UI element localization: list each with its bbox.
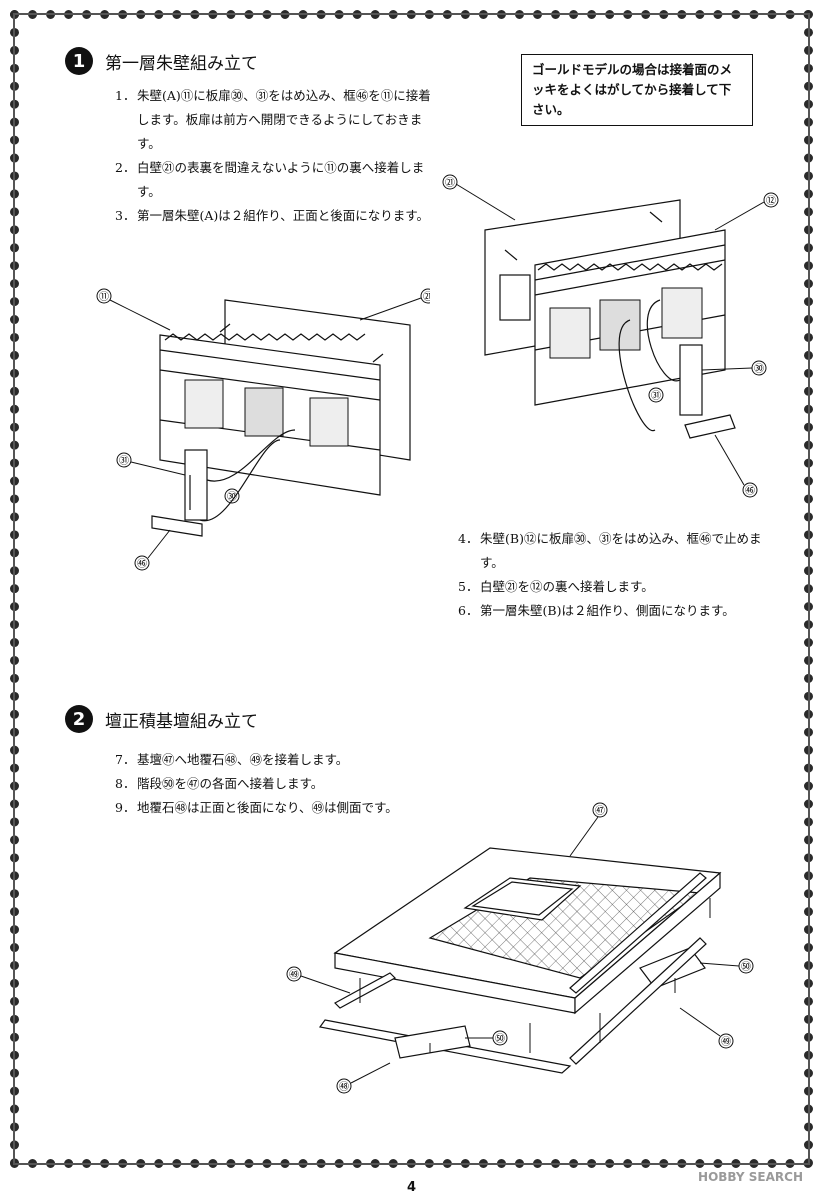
- step-1-number-badge: 1: [65, 47, 93, 75]
- instruction-item: 4．朱壁(B)⑫に板扉㉚、㉛をはめ込み、框㊻で止めます。: [458, 527, 783, 575]
- callout-11: ⑪: [99, 291, 109, 303]
- step-1-instructions: 1．朱壁(A)⑪に板扉㉚、㉛をはめ込み、框㊻を⑪に接着します。板扉は前方へ開閉で…: [115, 84, 433, 228]
- step-1-heading: 1 第一層朱壁組み立て: [65, 47, 258, 75]
- instruction-text: 白壁㉑の表裏を間違えないように⑪の裏へ接着します。: [137, 160, 425, 199]
- instruction-text: 地覆石㊽は正面と後面になり、㊾は側面です。: [137, 800, 398, 815]
- step-2-heading: 2 壇正積基壇組み立て: [65, 705, 258, 733]
- callout-21: ㉑: [445, 177, 455, 189]
- callout-31: ㉛: [651, 390, 661, 402]
- callout-50: ㊿: [495, 1033, 505, 1045]
- callout-49: ㊾: [289, 969, 299, 981]
- callout-47: ㊼: [595, 805, 605, 817]
- callout-30: ㉚: [754, 363, 764, 375]
- instruction-text: 朱壁(B)⑫に板扉㉚、㉛をはめ込み、框㊻で止めます。: [480, 531, 762, 570]
- instruction-text: 朱壁(A)⑪に板扉㉚、㉛をはめ込み、框㊻を⑪に接着します。板扉は前方へ開閉できる…: [137, 88, 431, 151]
- instruction-item: 8．階段㊿を㊼の各面へ接着します。: [115, 772, 445, 796]
- callout-46: ㊻: [745, 485, 755, 497]
- instruction-text: 第一層朱壁(A)は２組作り、正面と後面になります。: [137, 208, 430, 223]
- instruction-text: 白壁㉑を⑫の裏へ接着します。: [480, 579, 654, 594]
- callout-21: ㉑: [423, 291, 430, 303]
- gold-model-notice: ゴールドモデルの場合は接着面のメッキをよくはがしてから接着して下さい。: [521, 54, 753, 126]
- callout-46: ㊻: [137, 558, 147, 570]
- instruction-item: 7．基壇㊼へ地覆石㊽、㊾を接着します。: [115, 748, 445, 772]
- decorative-page-border: [10, 10, 813, 1168]
- instruction-item: 5．白壁㉑を⑫の裏へ接着します。: [458, 575, 783, 599]
- instruction-item: 6．第一層朱壁(B)は２組作り、側面になります。: [458, 599, 783, 623]
- instruction-item: 9．地覆石㊽は正面と後面になり、㊾は側面です。: [115, 796, 445, 820]
- instruction-text: 階段㊿を㊼の各面へ接着します。: [137, 776, 324, 791]
- instruction-item: 3．第一層朱壁(A)は２組作り、正面と後面になります。: [115, 204, 433, 228]
- foundation-assembly-illustration: ㊼ ㊾ ㊿ ㊾ ㊿ ㊽: [286, 802, 754, 1094]
- step-1-title: 第一層朱壁組み立て: [105, 53, 258, 74]
- callout-49: ㊾: [721, 1036, 731, 1048]
- instruction-item: 1．朱壁(A)⑪に板扉㉚、㉛をはめ込み、框㊻を⑪に接着します。板扉は前方へ開閉で…: [115, 84, 433, 156]
- instruction-text: 第一層朱壁(B)は２組作り、側面になります。: [480, 603, 735, 618]
- page-number: 4: [406, 1180, 417, 1195]
- callout-30: ㉚: [227, 491, 237, 503]
- callout-12: ⑫: [766, 195, 776, 207]
- instruction-text: 基壇㊼へ地覆石㊽、㊾を接着します。: [137, 752, 349, 767]
- step-1-instructions-b: 4．朱壁(B)⑫に板扉㉚、㉛をはめ込み、框㊻で止めます。 5．白壁㉑を⑫の裏へ接…: [458, 527, 783, 623]
- watermark: HOBBY SEARCH: [698, 1170, 803, 1184]
- step-2-instructions: 7．基壇㊼へ地覆石㊽、㊾を接着します。 8．階段㊿を㊼の各面へ接着します。 9．…: [115, 748, 445, 820]
- step-2-number-badge: 2: [65, 705, 93, 733]
- callout-31: ㉛: [119, 455, 129, 467]
- instruction-item: 2．白壁㉑の表裏を間違えないように⑪の裏へ接着します。: [115, 156, 433, 204]
- callout-48: ㊽: [339, 1081, 349, 1093]
- wall-a-assembly-illustration: ⑪ ㉑ ㉛ ㉚ ㊻: [96, 288, 430, 571]
- wall-b-assembly-illustration: ㉑ ⑫ ㉚ ㉛ ㊻: [442, 174, 779, 498]
- callout-50: ㊿: [741, 961, 751, 973]
- step-2-title: 壇正積基壇組み立て: [105, 711, 258, 732]
